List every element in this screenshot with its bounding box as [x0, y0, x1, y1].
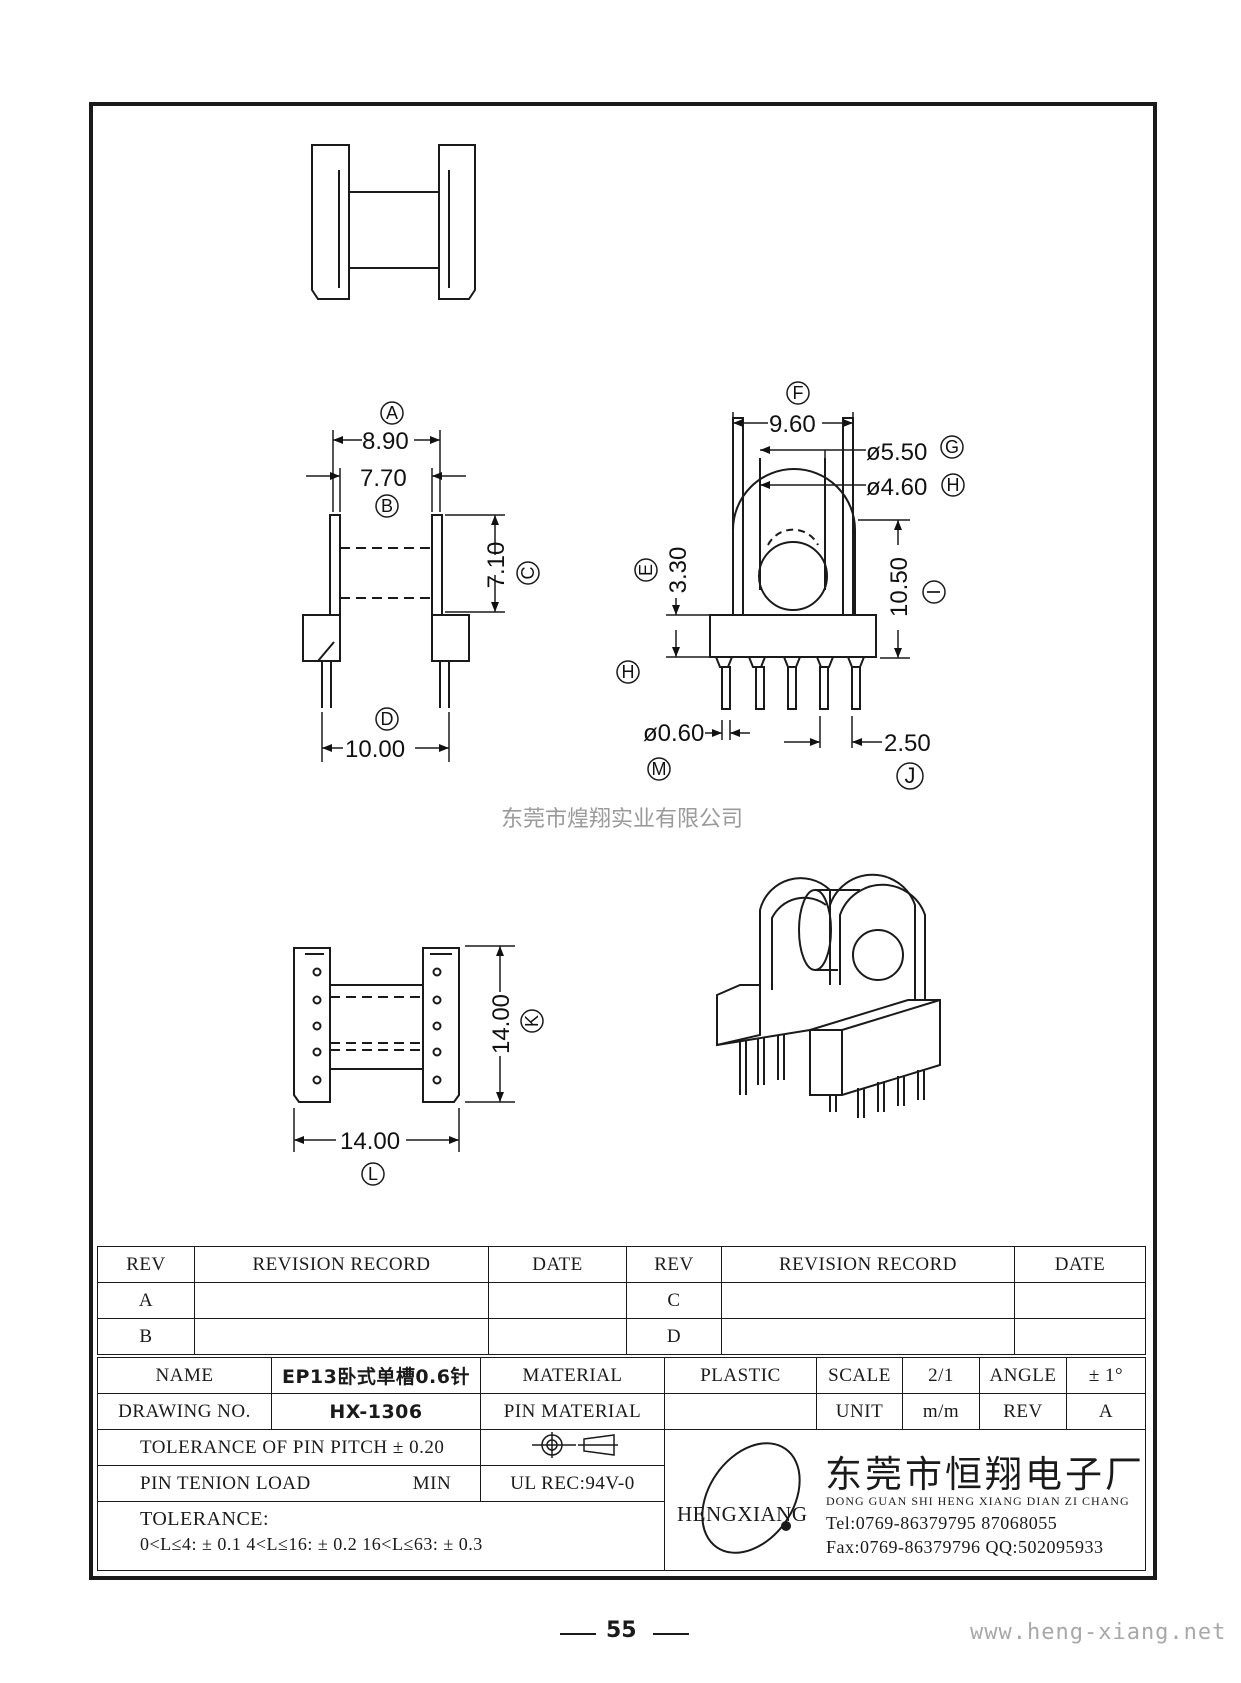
unit-label: UNIT	[816, 1393, 903, 1430]
dim-i: 10.50	[886, 557, 913, 617]
rev-header: REV	[626, 1246, 722, 1283]
hengxiang-logo-icon	[701, 1442, 801, 1554]
dimension-labels: 8.90 7.70 7.10 10.00 3.30 9.60 ø5.50 ø4.…	[340, 411, 931, 1155]
callout-e: E	[636, 564, 656, 576]
revision-record-cell	[721, 1318, 1015, 1355]
revision-table: REV REVISION RECORD DATE REV REVISION RE…	[97, 1246, 1146, 1355]
name-label: NAME	[97, 1357, 272, 1394]
isometric-view	[716, 873, 941, 1118]
bottom-view	[293, 947, 460, 1103]
rev-cell: A	[97, 1282, 195, 1319]
rev-label: REV	[979, 1393, 1067, 1430]
page-number-dash	[560, 1633, 596, 1635]
drawing-number: HX-1306	[271, 1393, 481, 1430]
dim-h: ø4.60	[866, 474, 927, 501]
dim-f: 9.60	[769, 411, 816, 438]
dim-d: 10.00	[345, 736, 405, 763]
revision-record-cell	[194, 1282, 489, 1319]
part-name: EP13卧式单槽0.6针	[271, 1357, 481, 1394]
dim-e: 3.30	[665, 547, 692, 594]
ul-rec: UL REC:94V-0	[480, 1465, 665, 1502]
date-cell	[488, 1282, 627, 1319]
watermark-text: 东莞市煌翔实业有限公司	[501, 807, 743, 832]
front-view	[302, 514, 470, 708]
date-cell	[488, 1318, 627, 1355]
angle-label: ANGLE	[979, 1357, 1067, 1394]
revision-header-row: REV REVISION RECORD DATE REV REVISION RE…	[97, 1246, 1146, 1283]
callout-l: L	[368, 1164, 378, 1184]
callout-h-side: H	[622, 662, 635, 682]
rev-value: A	[1066, 1393, 1146, 1430]
pin-pitch-tolerance: TOLERANCE OF PIN PITCH ± 0.20	[97, 1429, 481, 1466]
dim-c: 7.10	[483, 542, 510, 589]
side-view	[709, 417, 877, 710]
projection-symbol	[480, 1429, 665, 1466]
dim-l: 14.00	[340, 1128, 400, 1155]
dim-b: 7.70	[360, 465, 407, 492]
drawing-no-label: DRAWING NO.	[97, 1393, 272, 1430]
date-header: DATE	[488, 1246, 627, 1283]
title-block: NAME EP13卧式单槽0.6针 MATERIAL PLASTIC SCALE…	[97, 1357, 1146, 1571]
callout-f: F	[793, 383, 804, 403]
page-number-dash	[653, 1633, 689, 1635]
pin-material-label: PIN MATERIAL	[480, 1393, 665, 1430]
callout-j: J	[905, 763, 916, 788]
material-value: PLASTIC	[664, 1357, 817, 1394]
rev-header: REV	[97, 1246, 195, 1283]
callout-h: H	[947, 475, 960, 495]
dim-m: ø0.60	[643, 720, 704, 747]
pin-tension-row: PIN TENION LOAD MIN	[97, 1465, 481, 1502]
revision-record-cell	[721, 1282, 1015, 1319]
page-number: 55	[606, 1618, 637, 1643]
callout-c: C	[518, 567, 538, 580]
unit-value: m/m	[902, 1393, 980, 1430]
dim-j: 2.50	[884, 730, 931, 757]
rev-cell: C	[626, 1282, 722, 1319]
callout-k: K	[522, 1015, 542, 1027]
revision-record-header: REVISION RECORD	[721, 1246, 1015, 1283]
top-view	[311, 144, 476, 300]
pin-tension-min: MIN	[412, 1472, 452, 1494]
company-pinyin: DONG GUAN SHI HENG XIANG DIAN ZI CHANG	[826, 1494, 1130, 1508]
callout-b: B	[381, 496, 393, 516]
pin-tension-label: PIN TENION LOAD	[140, 1472, 311, 1494]
revision-record-header: REVISION RECORD	[194, 1246, 489, 1283]
date-cell	[1014, 1318, 1146, 1355]
rev-cell: D	[626, 1318, 722, 1355]
dim-g: ø5.50	[866, 439, 927, 466]
pin-material-value	[664, 1393, 817, 1430]
scale-label: SCALE	[816, 1357, 903, 1394]
company-tel: Tel:0769-86379795 87068055	[826, 1513, 1058, 1533]
drawing-frame	[89, 102, 1157, 1580]
callout-g: G	[945, 437, 959, 457]
material-label: MATERIAL	[480, 1357, 665, 1394]
callout-a: A	[386, 403, 398, 423]
logo-text: HENGXIANG	[677, 1502, 808, 1526]
callout-d: D	[381, 709, 394, 729]
tolerance-values: 0<L≤4: ± 0.1 4<L≤16: ± 0.2 16<L≤63: ± 0.…	[140, 1534, 483, 1554]
tolerance-block: TOLERANCE: 0<L≤4: ± 0.1 4<L≤16: ± 0.2 16…	[97, 1501, 665, 1571]
rev-cell: B	[97, 1318, 195, 1355]
dim-a: 8.90	[362, 428, 409, 455]
company-block: HENGXIANG 东莞市恒翔电子厂 DONG GUAN SHI HENG XI…	[664, 1429, 1146, 1571]
callout-m: M	[652, 759, 667, 779]
angle-value: ± 1°	[1066, 1357, 1146, 1394]
callout-i: I	[924, 589, 944, 594]
third-angle-projection-icon	[531, 1431, 618, 1458]
company-fax: Fax:0769-86379796 QQ:502095933	[826, 1537, 1104, 1557]
table-row: B D	[97, 1318, 1146, 1355]
tolerance-title: TOLERANCE:	[140, 1508, 270, 1530]
dim-k: 14.00	[488, 994, 515, 1054]
date-cell	[1014, 1282, 1146, 1319]
callout-circles	[361, 381, 965, 1186]
table-row: A C	[97, 1282, 1146, 1319]
scale-value: 2/1	[902, 1357, 980, 1394]
revision-record-cell	[194, 1318, 489, 1355]
website-url: www.heng-xiang.net	[970, 1620, 1227, 1645]
callout-letters: A B C D E F G H H I J K L M	[368, 383, 960, 1184]
company-name: 东莞市恒翔电子厂	[825, 1453, 1145, 1496]
date-header: DATE	[1014, 1246, 1146, 1283]
